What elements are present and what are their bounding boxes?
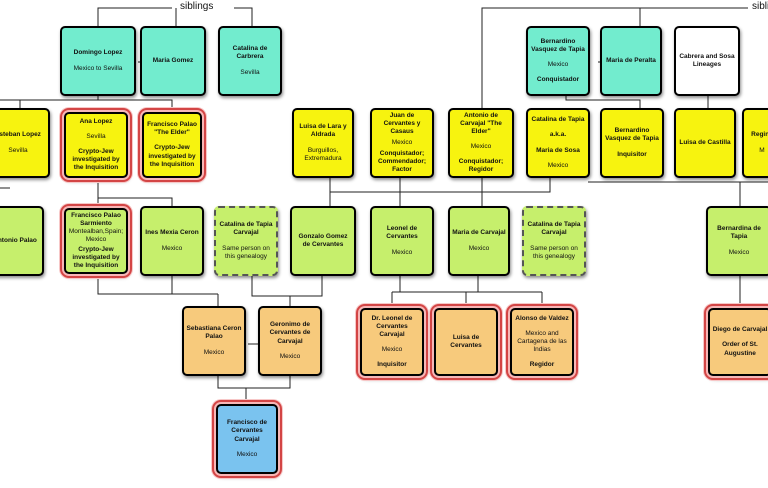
person-bernardina-de-tapia[interactable]: Bernardina de Tapia Mexico — [706, 206, 768, 276]
blank-placeholder — [218, 108, 282, 178]
person-catalina-de-tapia-aka[interactable]: Catalina de Tapia a.k.a. Maria de Sosa M… — [526, 108, 590, 178]
person-ines-mexia-ceron[interactable]: Ines Mexia Ceron Mexico — [140, 206, 204, 276]
person-dr-leonel-de-cervantes[interactable]: Dr. Leonel de Cervantes Carvajal Mexico … — [360, 308, 424, 376]
person-gonzalo-gomez[interactable]: Gonzalo Gomez de Cervantes — [290, 206, 356, 276]
person-esteban-lopez[interactable]: Esteban Lopez Sevilla — [0, 108, 50, 178]
person-luisa-de-castilla[interactable]: Luisa de Castilla — [674, 108, 736, 178]
person-maria-gomez[interactable]: Maria Gomez — [140, 26, 206, 96]
person-regina[interactable]: Regina M — [742, 108, 768, 178]
person-luisa-de-cervantes[interactable]: Luisa de Cervantes — [434, 308, 498, 376]
person-geronimo-de-cervantes[interactable]: Geronimo de Cervantes de Carvajal Mexico — [258, 306, 322, 376]
person-sebastiana-ceron-palao[interactable]: Sebastiana Ceron Palao Mexico — [182, 306, 246, 376]
person-catalina-tapia-carvajal-same-1[interactable]: Catalina de Tapia Carvajal Same person o… — [214, 206, 278, 276]
person-bernardino-vasquez-conquistador[interactable]: Bernardino Vasquez de Tapia Mexico Conqu… — [526, 26, 590, 96]
person-luisa-de-lara[interactable]: Luisa de Lara y Aldrada Burguillos, Extr… — [292, 108, 354, 178]
person-catalina-carbrera[interactable]: Catalina de Carbrera Sevilla — [218, 26, 282, 96]
person-antonio-palao[interactable]: Antonio Palao — [0, 206, 44, 276]
person-antonio-de-carvajal-elder[interactable]: Antonio de Carvajal "The Elder" Mexico C… — [448, 108, 514, 178]
person-leonel-de-cervantes[interactable]: Leonel de Cervantes Mexico — [370, 206, 434, 276]
siblings-label-right: siblings — [752, 1, 768, 12]
person-bernardino-vasquez-inquisitor[interactable]: Bernardino Vasquez de Tapia Inquisitor — [600, 108, 664, 178]
person-francisco-palao-elder[interactable]: Francisco Palao "The Elder" Crypto-Jew i… — [142, 112, 202, 178]
person-domingo-lopez[interactable]: Domingo Lopez Mexico to Sevilla — [60, 26, 136, 96]
person-maria-de-carvajal[interactable]: Maria de Carvajal Mexico — [448, 206, 510, 276]
person-francisco-palao-sarmiento[interactable]: Francisco Palao Sarmiento Montealban,Spa… — [64, 208, 128, 274]
person-ana-lopez[interactable]: Ana Lopez Sevilla Crypto-Jew investigate… — [64, 112, 128, 178]
person-diego-de-carvajal[interactable]: Diego de Carvajal Order of St. Augustine — [708, 308, 768, 376]
person-juan-de-cervantes[interactable]: Juan de Cervantes y Casaus Mexico Conqui… — [370, 108, 434, 178]
person-maria-peralta[interactable]: Maria de Peralta — [600, 26, 662, 96]
person-francisco-de-cervantes-carvajal[interactable]: Francisco de Cervantes Carvajal Mexico — [216, 404, 278, 474]
person-alonso-de-valdez[interactable]: Alonso de Valdez Mexico and Cartagena de… — [510, 308, 574, 376]
person-catalina-tapia-carvajal-same-2[interactable]: Catalina de Tapia Carvajal Same person o… — [522, 206, 586, 276]
siblings-label-left: siblings — [180, 1, 214, 12]
box-cabrera-sosa-lineages[interactable]: Cabrera and Sosa Lineages — [674, 26, 740, 96]
